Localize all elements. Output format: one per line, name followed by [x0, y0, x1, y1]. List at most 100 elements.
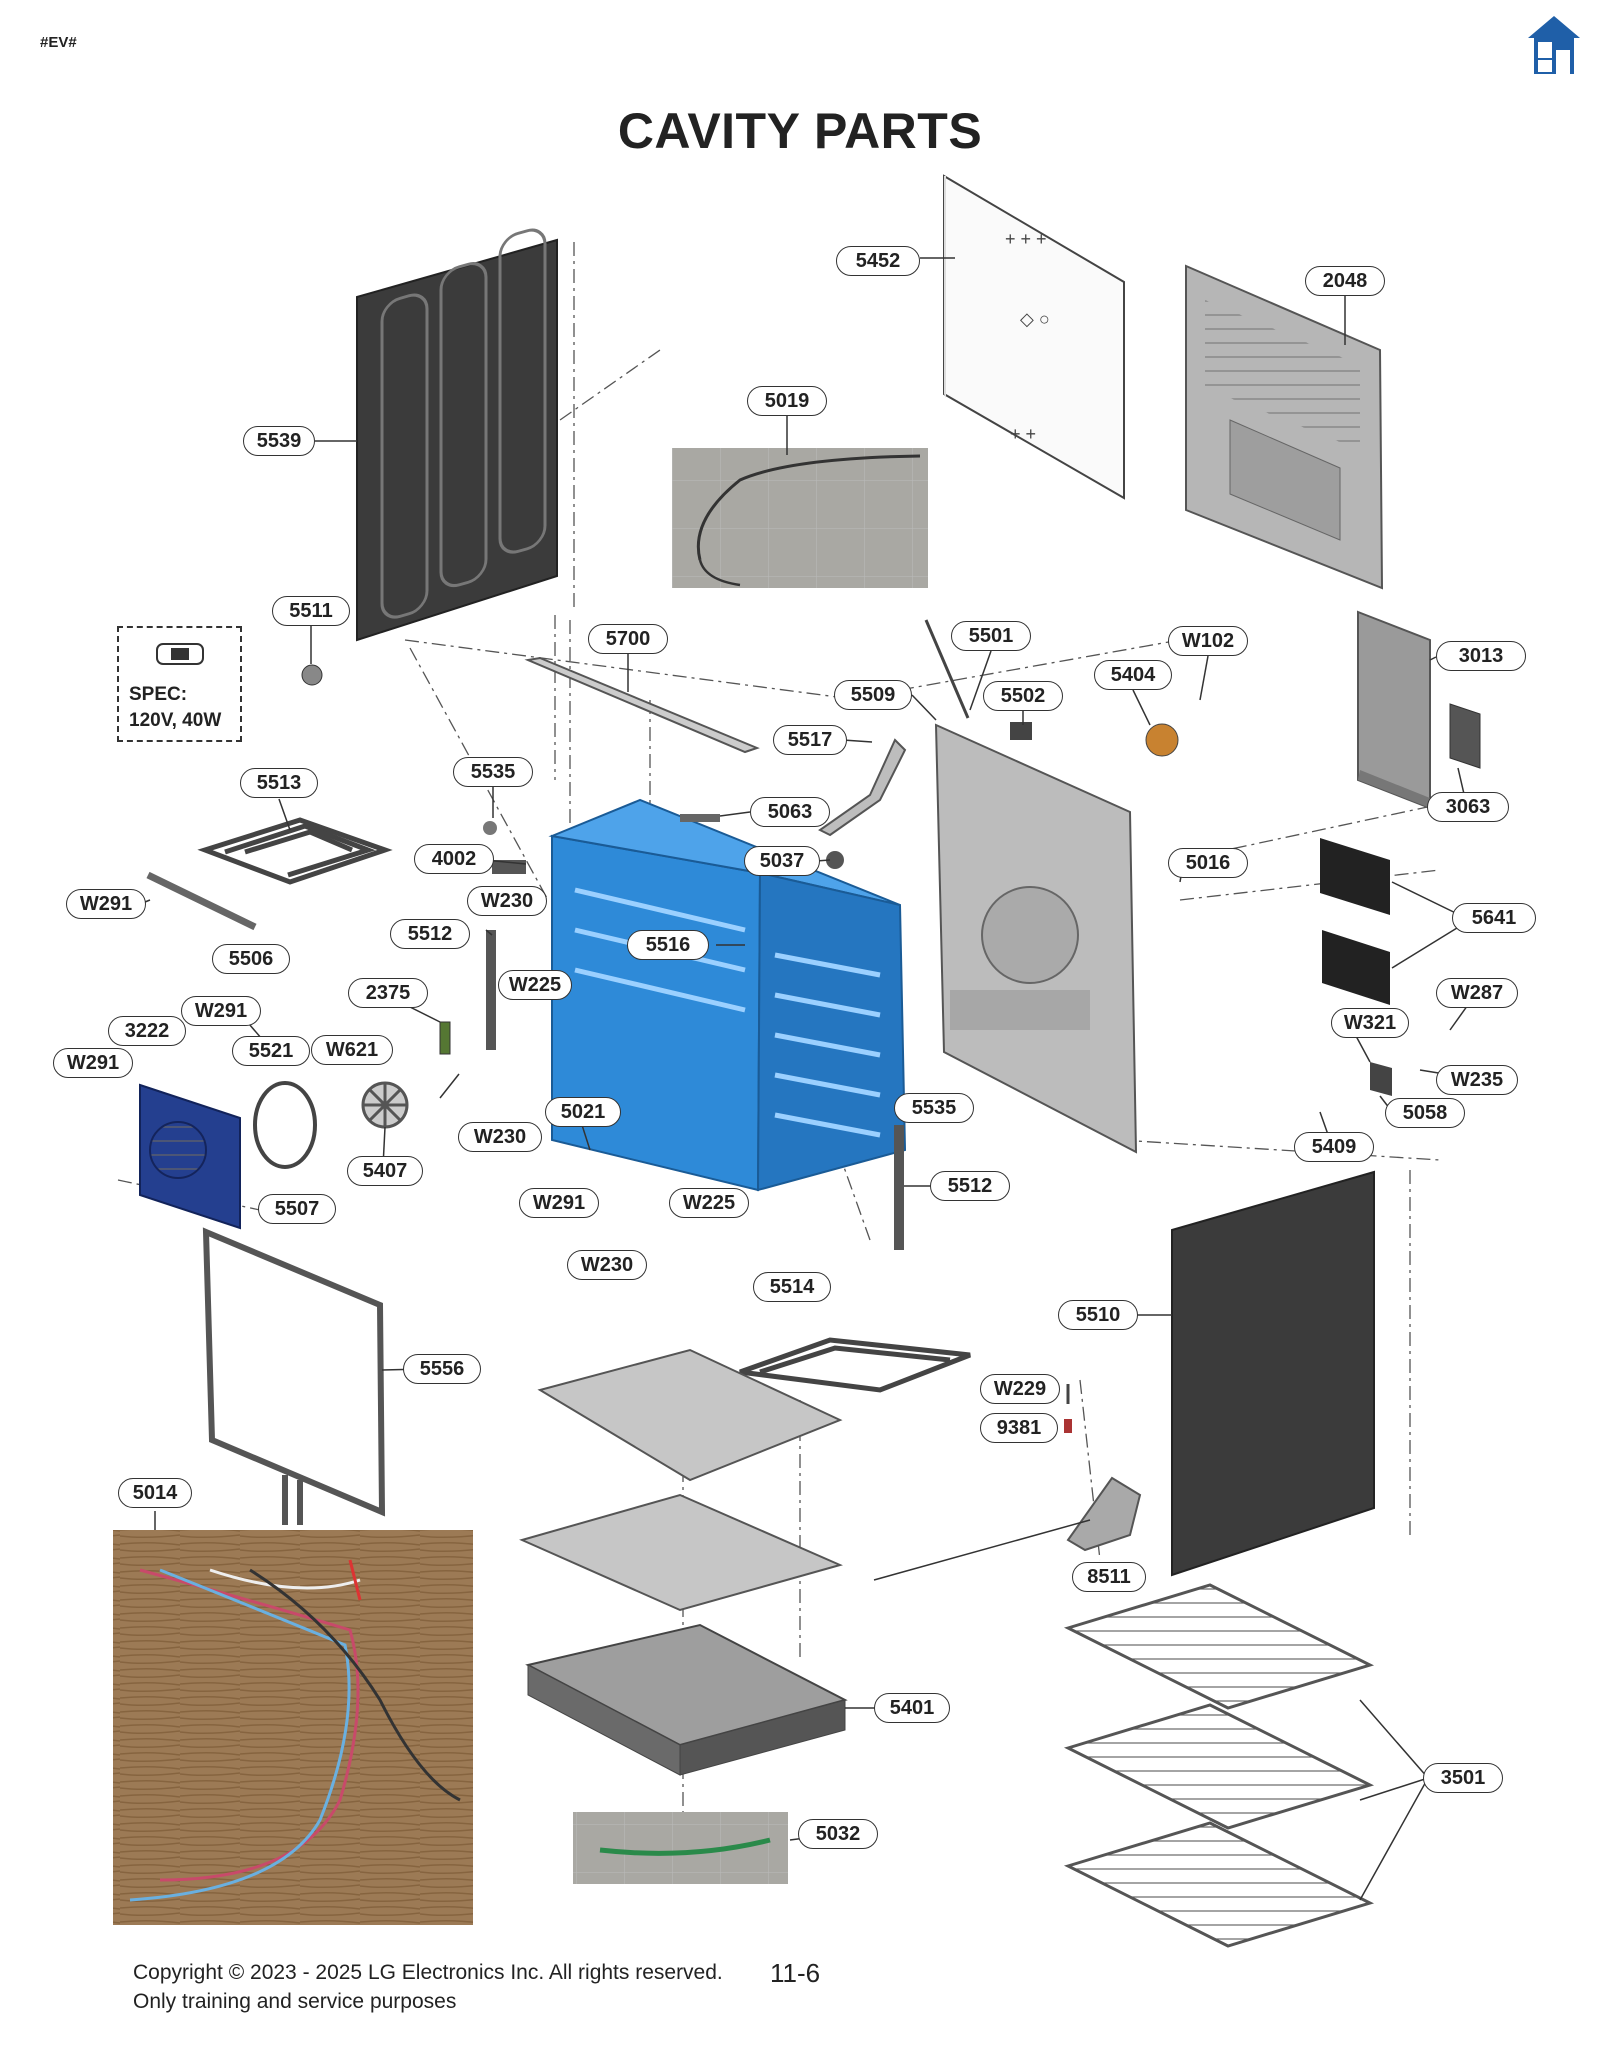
part-5506-rail — [146, 871, 257, 931]
callout-w225-b[interactable]: W225 — [669, 1188, 749, 1218]
callout-5641[interactable]: 5641 — [1452, 903, 1536, 933]
part-2375-sensor — [439, 1021, 451, 1055]
header-tag: #EV# — [40, 34, 77, 51]
part-5509-cavity-back — [934, 723, 1138, 1154]
part-5404-motor — [1145, 723, 1179, 757]
callout-w225-a[interactable]: W225 — [498, 970, 572, 1000]
home-button[interactable] — [1526, 14, 1582, 76]
usage-note: Only training and service purposes — [133, 1990, 457, 2013]
callout-w229[interactable]: W229 — [980, 1374, 1060, 1404]
callout-5556[interactable]: 5556 — [403, 1354, 481, 1384]
svg-text:+ + +: + + + — [1005, 229, 1047, 249]
callout-3063[interactable]: 3063 — [1427, 792, 1509, 822]
callout-4002[interactable]: 4002 — [414, 844, 494, 874]
callout-w291-d[interactable]: W291 — [519, 1188, 599, 1218]
part-floor-plate-upper — [537, 1348, 843, 1482]
callout-5517[interactable]: 5517 — [773, 725, 847, 755]
callout-5535-mid[interactable]: 5535 — [894, 1093, 974, 1123]
callout-5510[interactable]: 5510 — [1058, 1300, 1138, 1330]
spec-box: SPEC: 120V, 40W — [117, 626, 242, 742]
callout-w230-c[interactable]: W230 — [567, 1250, 647, 1280]
callout-2048[interactable]: 2048 — [1305, 266, 1385, 296]
part-5514-broil-element — [739, 1337, 971, 1393]
callout-5014[interactable]: 5014 — [118, 1478, 192, 1508]
part-5512-bracket-left — [486, 930, 496, 1050]
part-5539-side-panel — [356, 228, 558, 642]
svg-text:+ +: + + — [1010, 424, 1036, 444]
part-3063-plate — [1449, 703, 1481, 769]
part-5501-probe — [924, 619, 970, 719]
callout-w287[interactable]: W287 — [1436, 978, 1518, 1008]
callout-2375[interactable]: 2375 — [348, 978, 428, 1008]
callout-5521[interactable]: 5521 — [232, 1036, 310, 1066]
part-8511-bracket — [1066, 1476, 1142, 1552]
callout-3013[interactable]: 3013 — [1436, 641, 1526, 671]
callout-w321[interactable]: W321 — [1331, 1008, 1409, 1038]
callout-5539[interactable]: 5539 — [243, 426, 315, 456]
callout-5507[interactable]: 5507 — [258, 1194, 336, 1224]
part-5014-wire-harness-photo — [113, 1530, 473, 1925]
part-5517-duct — [818, 738, 907, 837]
callout-5513[interactable]: 5513 — [240, 768, 318, 798]
part-3222-fan-cover — [139, 1083, 241, 1230]
callout-w235[interactable]: W235 — [1436, 1065, 1518, 1095]
spec-value: 120V, 40W — [129, 710, 222, 731]
callout-9381[interactable]: 9381 — [980, 1413, 1058, 1443]
callout-5019[interactable]: 5019 — [747, 386, 827, 416]
part-5032-ground-wire-photo — [573, 1812, 788, 1884]
callout-w291-a[interactable]: W291 — [66, 889, 146, 919]
callout-5407[interactable]: 5407 — [347, 1156, 423, 1186]
callout-w230-b[interactable]: W230 — [458, 1122, 542, 1152]
part-5535-plug — [483, 821, 497, 835]
callout-5511[interactable]: 5511 — [272, 596, 350, 626]
page-number: 11-6 — [770, 1958, 821, 1988]
part-5510-side-panel — [1171, 1170, 1375, 1577]
copyright-text: Copyright © 2023 - 2025 LG Electronics I… — [133, 1961, 723, 1984]
part-3013-bracket — [1357, 610, 1431, 810]
part-5511-lamp — [301, 664, 323, 686]
callout-5502[interactable]: 5502 — [983, 681, 1063, 711]
part-5521-convection-element — [253, 1081, 317, 1169]
part-5401-base-pan — [525, 1623, 848, 1776]
callout-5506[interactable]: 5506 — [212, 944, 290, 974]
part-5641-terminal-blocks — [1320, 838, 1390, 1005]
callout-5409[interactable]: 5409 — [1294, 1132, 1374, 1162]
callout-5401[interactable]: 5401 — [874, 1693, 950, 1723]
callout-5404[interactable]: 5404 — [1094, 660, 1172, 690]
page-title: CAVITY PARTS — [617, 103, 983, 159]
part-9381-pin — [1064, 1419, 1072, 1433]
callout-5063[interactable]: 5063 — [750, 797, 830, 827]
callout-5514[interactable]: 5514 — [753, 1272, 831, 1302]
callout-5021[interactable]: 5021 — [545, 1097, 621, 1127]
callout-5501[interactable]: 5501 — [951, 621, 1031, 651]
home-icon — [1528, 16, 1580, 74]
part-5513-bake-element — [197, 817, 393, 885]
part-5512-bracket-right — [894, 1125, 904, 1250]
part-5058-switch — [1370, 1062, 1392, 1096]
part-5502-sensor — [1010, 722, 1032, 740]
callout-5509[interactable]: 5509 — [834, 680, 912, 710]
callout-5535-top[interactable]: 5535 — [453, 757, 533, 787]
callout-5512-top[interactable]: 5512 — [390, 919, 470, 949]
callout-5512-bottom[interactable]: 5512 — [930, 1171, 1010, 1201]
spec-label: SPEC: — [129, 684, 188, 705]
callout-w621[interactable]: W621 — [311, 1035, 393, 1065]
callout-5452[interactable]: 5452 — [836, 246, 920, 276]
callout-3222[interactable]: 3222 — [108, 1016, 186, 1046]
callout-w291-b[interactable]: W291 — [181, 996, 261, 1026]
callout-5516[interactable]: 5516 — [627, 930, 709, 960]
callout-8511[interactable]: 8511 — [1072, 1562, 1146, 1592]
callout-w230-a[interactable]: W230 — [467, 886, 547, 916]
part-5063-harness — [680, 814, 720, 822]
part-5037-grommet — [826, 851, 844, 869]
part-5019-wire-photo — [672, 448, 928, 588]
callout-w291-c[interactable]: W291 — [53, 1048, 133, 1078]
svg-text:◇ ○: ◇ ○ — [1020, 309, 1050, 329]
callout-5016[interactable]: 5016 — [1168, 848, 1248, 878]
callout-w102[interactable]: W102 — [1168, 626, 1248, 656]
callout-3501[interactable]: 3501 — [1423, 1763, 1503, 1793]
callout-5037[interactable]: 5037 — [744, 846, 820, 876]
callout-5058[interactable]: 5058 — [1385, 1098, 1465, 1128]
callout-5032[interactable]: 5032 — [798, 1819, 878, 1849]
callout-5700[interactable]: 5700 — [588, 624, 668, 654]
